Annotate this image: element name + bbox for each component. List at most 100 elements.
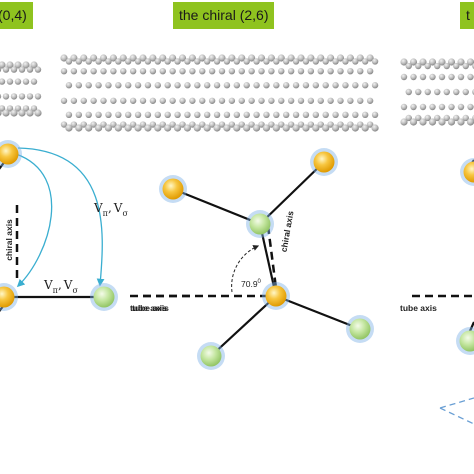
atom-green <box>349 318 371 340</box>
tube-atom <box>0 61 6 69</box>
tube-atom <box>213 124 221 132</box>
tube-atom <box>144 124 152 132</box>
tube-atom <box>30 61 38 69</box>
tube-atom <box>410 103 417 111</box>
tube-atom <box>90 67 97 75</box>
tube-atom <box>371 111 379 119</box>
tube-atom <box>164 124 172 132</box>
bond <box>172 187 261 226</box>
tube-atom <box>100 97 107 104</box>
tube-atom <box>174 82 181 89</box>
tube-atom <box>6 105 14 112</box>
tube-atom <box>30 78 38 85</box>
tube-atom <box>273 58 280 65</box>
tube-atom <box>327 54 335 62</box>
tube-atom <box>169 97 176 104</box>
tube-atom <box>282 58 290 65</box>
tube-atom <box>18 93 26 100</box>
tube-atom <box>352 82 359 89</box>
tube-atom <box>356 54 364 62</box>
tube-atom <box>188 54 196 62</box>
tube-atom <box>352 111 359 119</box>
tube-atom <box>203 58 211 65</box>
tube-atom <box>317 54 325 62</box>
tube-atom <box>223 111 231 119</box>
nanotube-right <box>400 58 474 126</box>
tube-atom <box>366 121 374 128</box>
tube-atom <box>253 82 260 89</box>
tube-atom <box>159 97 166 104</box>
tube-atom <box>366 54 374 62</box>
dashed-guide <box>439 397 474 425</box>
tube-atom <box>18 66 26 73</box>
tube-atom <box>139 54 147 62</box>
tube-atom <box>257 54 266 62</box>
tube-atom <box>70 97 78 104</box>
tube-atom <box>466 118 474 126</box>
tube-atom <box>453 62 460 70</box>
tube-atom <box>258 67 265 75</box>
tube-atom <box>0 93 2 99</box>
panel-right-partial: tube axis <box>400 158 474 425</box>
tube-atom <box>322 111 329 119</box>
tube-atom <box>297 97 305 104</box>
tube-atom <box>243 124 251 132</box>
tube-atom <box>6 78 14 85</box>
tube-atom <box>22 61 30 69</box>
tube-atom <box>434 114 441 122</box>
tube-atom <box>238 121 245 128</box>
tube-atom <box>337 121 344 128</box>
tube-atom <box>233 58 241 65</box>
tube-atom <box>60 121 68 128</box>
tube-atom <box>371 124 379 132</box>
tube-atom <box>405 88 412 96</box>
tube-atom <box>312 124 320 132</box>
tube-atom <box>60 54 68 62</box>
tube-atom <box>85 124 93 132</box>
tube-atom <box>297 121 305 128</box>
tube-atom <box>287 97 295 104</box>
tube-atom <box>277 54 285 62</box>
tube-atom <box>10 66 18 73</box>
tube-atom <box>2 109 10 117</box>
hopping-arrow-first <box>15 153 53 288</box>
tube-atom <box>332 111 339 119</box>
bond <box>258 223 278 297</box>
tube-atom <box>253 111 260 119</box>
tube-atom <box>307 67 315 75</box>
tube-atom <box>120 121 127 128</box>
tube-atom <box>184 58 191 65</box>
tube-atom <box>26 66 34 73</box>
hopping-label-upper: Vπ,Vσ <box>93 201 128 218</box>
tube-atom <box>405 62 412 70</box>
tube-atom <box>302 124 310 132</box>
tube-atom <box>438 103 446 111</box>
tube-atom <box>154 58 162 65</box>
tube-atom <box>268 97 275 104</box>
tube-axis-label: tube axis <box>130 303 167 313</box>
tube-atom <box>467 103 474 111</box>
tube-atom <box>322 124 330 132</box>
tube-atom <box>194 58 201 65</box>
tube-atom <box>184 82 191 89</box>
tube-atom <box>173 124 182 132</box>
tube-atom <box>228 121 236 128</box>
tube-atom <box>443 114 450 122</box>
tube-atom <box>2 66 10 73</box>
tube-axis-label: tube axis <box>132 303 169 313</box>
tube-atom <box>322 58 329 65</box>
tube-atom <box>462 88 469 96</box>
svg-text:Vπ,Vσ: Vπ,Vσ <box>93 201 128 218</box>
tube-atom <box>100 67 107 75</box>
tube-atom <box>263 58 270 65</box>
tube-atom <box>174 111 181 119</box>
tube-atom <box>424 88 431 96</box>
tube-atom <box>110 97 117 104</box>
tube-atom <box>462 114 469 122</box>
tube-atom <box>357 67 364 75</box>
tube-atom <box>332 82 339 89</box>
angle-arc <box>231 245 260 293</box>
tube-atom <box>434 88 441 96</box>
tube-atom <box>159 121 166 128</box>
